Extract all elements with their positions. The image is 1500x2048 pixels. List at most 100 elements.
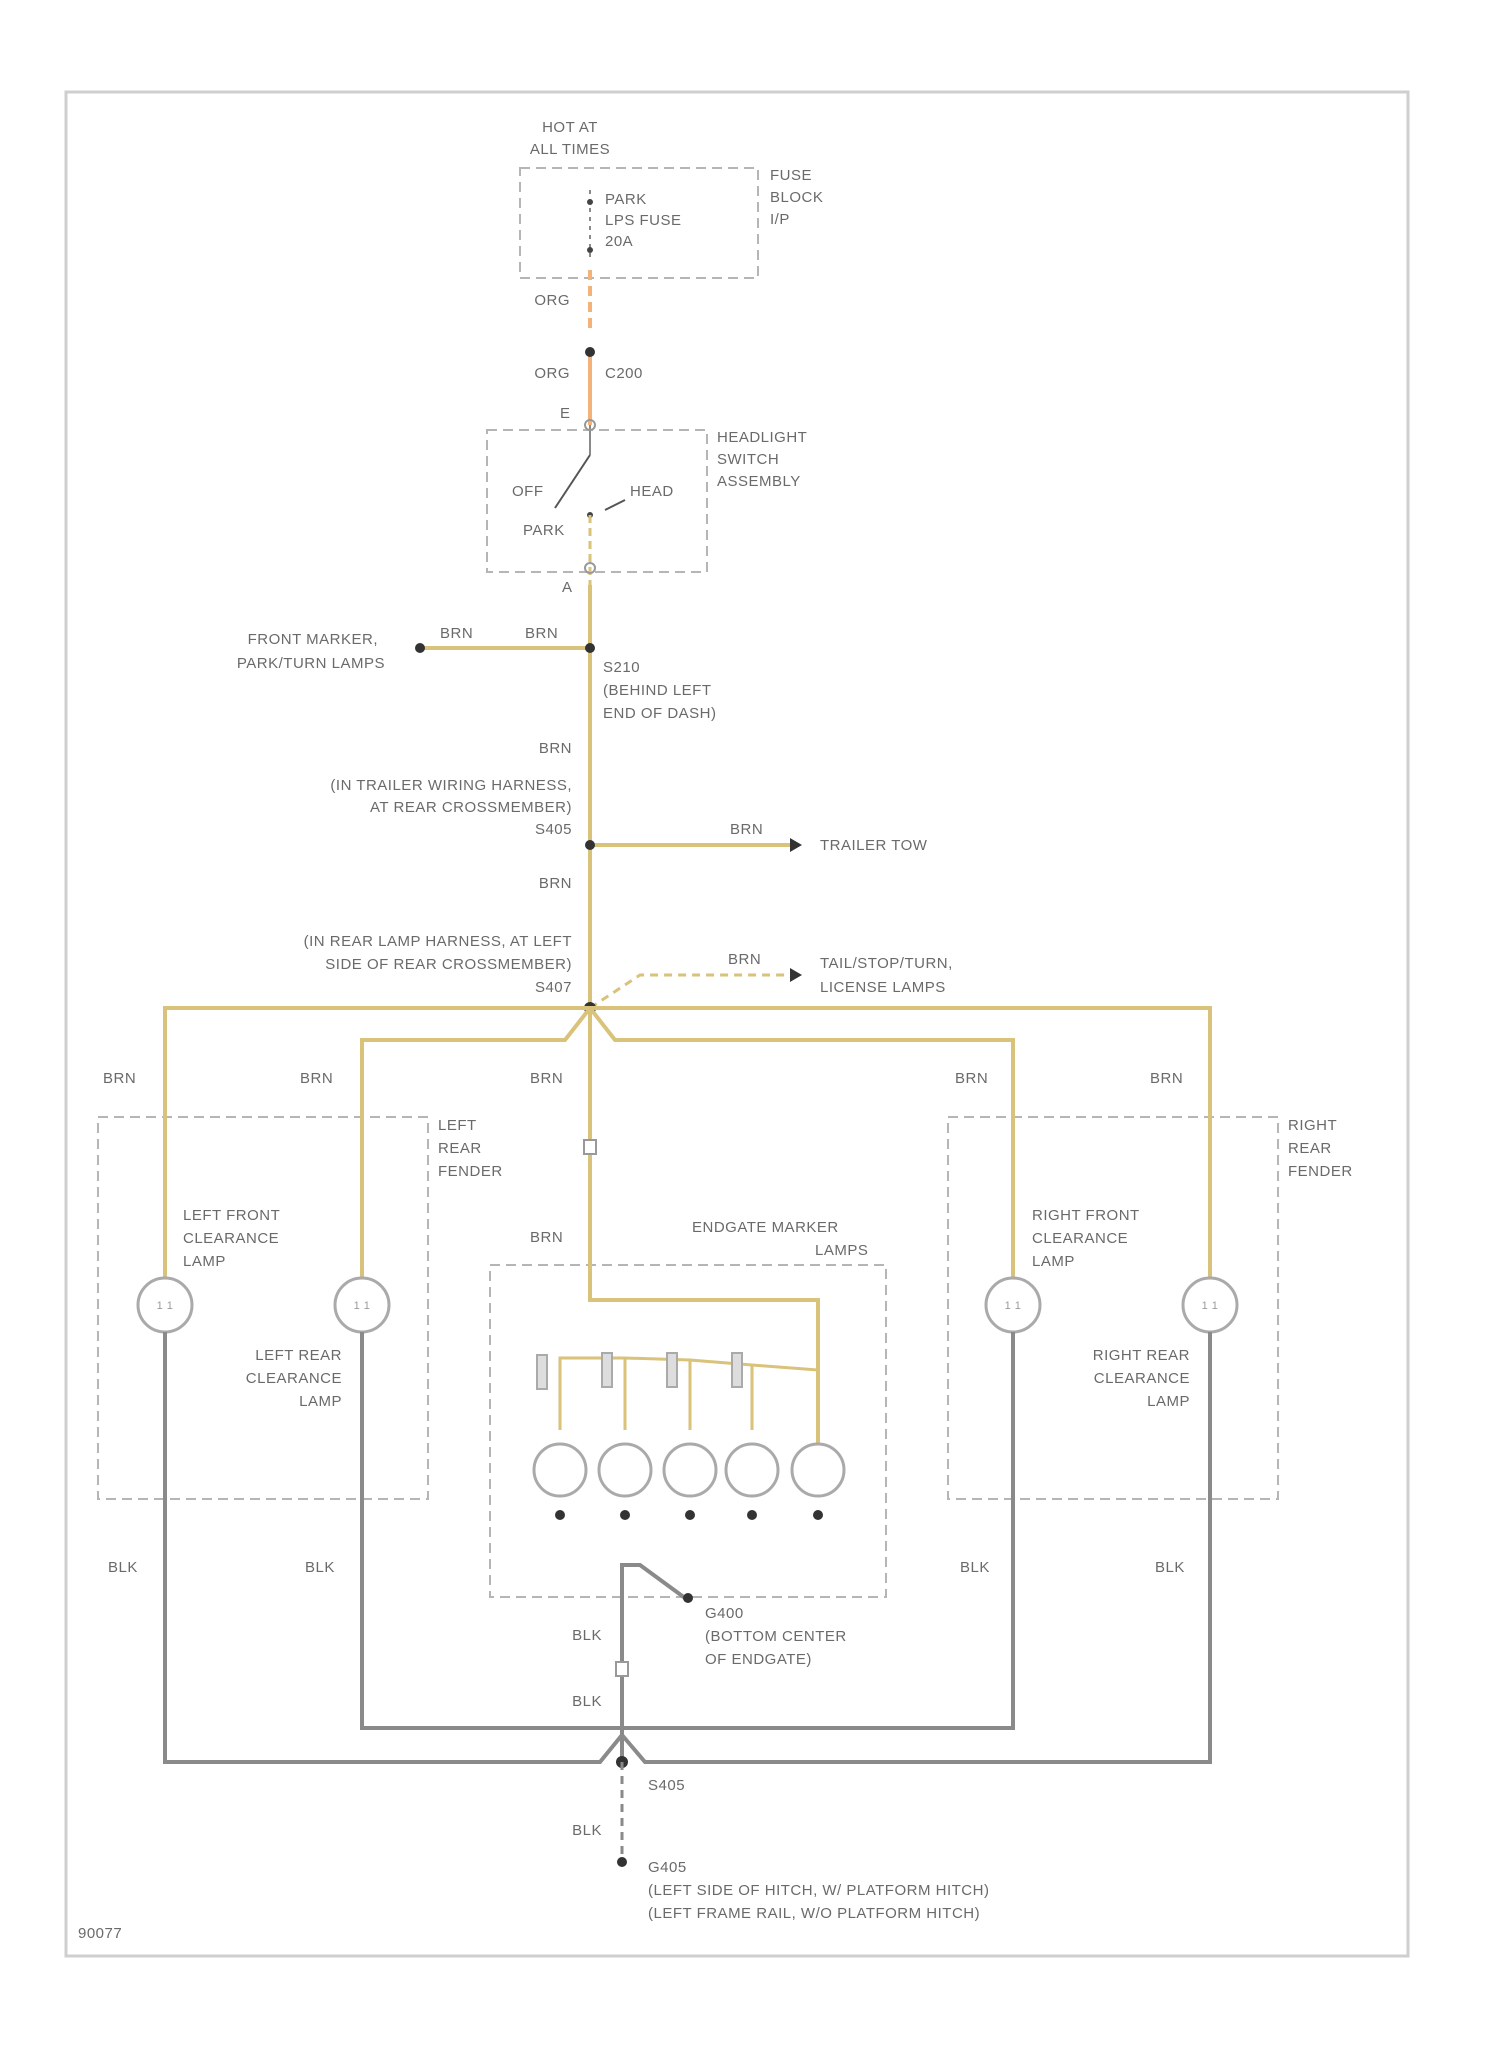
front-marker-line1: FRONT MARKER, xyxy=(248,631,378,648)
front-marker-line2: PARK/TURN LAMPS xyxy=(237,655,385,672)
blk-outer-right xyxy=(622,1332,1210,1762)
right-rear-lamp-line1: RIGHT REAR xyxy=(1093,1347,1190,1364)
g400-line2: (BOTTOM CENTER xyxy=(705,1628,847,1645)
c200-label: C200 xyxy=(605,365,643,382)
svg-text:1 1: 1 1 xyxy=(157,1300,174,1312)
wire-org-top: ORG xyxy=(534,292,570,309)
trailer-tow-label: TRAILER TOW xyxy=(820,837,928,854)
svg-text:1 1: 1 1 xyxy=(1202,1300,1219,1312)
g400-line3: OF ENDGATE) xyxy=(705,1651,812,1668)
right-fender-line1: RIGHT xyxy=(1288,1117,1337,1134)
right-front-clearance-lamp: 1 1 xyxy=(986,1278,1040,1332)
wire-blk-inner-right: BLK xyxy=(960,1559,990,1576)
wire-brn-inner-left: BRN xyxy=(300,1070,333,1087)
wire-brn-front-1: BRN xyxy=(440,625,473,642)
g400-line1: G400 xyxy=(705,1605,744,1622)
right-front-lamp-line3: LAMP xyxy=(1032,1253,1075,1270)
wire-brn-inner-right: BRN xyxy=(955,1070,988,1087)
svg-text:1 1: 1 1 xyxy=(1005,1300,1022,1312)
left-front-clearance-lamp: 1 1 xyxy=(138,1278,192,1332)
switch-lever xyxy=(555,455,590,508)
fuse-block-line3: I/P xyxy=(770,211,790,228)
endgate-connector xyxy=(584,1140,596,1154)
wire-org: ORG xyxy=(534,365,570,382)
g400-ground xyxy=(683,1593,693,1603)
g405-ground xyxy=(617,1857,627,1867)
wire-brn-outer-left: BRN xyxy=(103,1070,136,1087)
left-fender-line1: LEFT xyxy=(438,1117,477,1134)
left-front-lamp-line1: LEFT FRONT xyxy=(183,1207,280,1224)
left-rear-lamp-line3: LAMP xyxy=(299,1393,342,1410)
fuse-terminal-top xyxy=(587,199,593,205)
svg-text:1 1: 1 1 xyxy=(354,1300,371,1312)
s405-line3: S405 xyxy=(535,821,572,838)
fuse-block-line1: FUSE xyxy=(770,167,812,184)
fuse-label-line2: LPS FUSE xyxy=(605,212,682,229)
s210-line1: S210 xyxy=(603,659,640,676)
left-rear-clearance-lamp: 1 1 xyxy=(335,1278,389,1332)
wire-brn-endgate: BRN xyxy=(530,1229,563,1246)
wire-blk-inner-left: BLK xyxy=(305,1559,335,1576)
right-fender-line2: REAR xyxy=(1288,1140,1332,1157)
s407-line2: SIDE OF REAR CROSSMEMBER) xyxy=(325,956,572,973)
fuse-label-line1: PARK xyxy=(605,191,647,208)
s405-line1: (IN TRAILER WIRING HARNESS, xyxy=(330,777,572,794)
figure-id: 90077 xyxy=(78,1925,122,1942)
switch-off-label: OFF xyxy=(512,483,544,500)
right-front-lamp-line2: CLEARANCE xyxy=(1032,1230,1128,1247)
endgate-line2: LAMPS xyxy=(815,1242,868,1259)
s405-line2: AT REAR CROSSMEMBER) xyxy=(370,799,572,816)
s407-line3: S407 xyxy=(535,979,572,996)
tail-line2: LICENSE LAMPS xyxy=(820,979,946,996)
s210-line3: END OF DASH) xyxy=(603,705,717,722)
g405-line3: (LEFT FRAME RAIL, W/O PLATFORM HITCH) xyxy=(648,1905,980,1922)
endgate-line1: ENDGATE MARKER xyxy=(692,1219,839,1236)
source-line2: ALL TIMES xyxy=(530,141,610,158)
left-fender-line2: REAR xyxy=(438,1140,482,1157)
wire-blk-endgate-1: BLK xyxy=(572,1627,602,1644)
tail-arrow xyxy=(790,968,802,982)
right-rear-lamp-line2: CLEARANCE xyxy=(1094,1370,1190,1387)
blk-inner-left xyxy=(362,1332,622,1728)
fuse-terminal-bottom xyxy=(587,247,593,253)
blk-outer-left xyxy=(165,1332,622,1762)
endgate-box xyxy=(490,1265,886,1597)
s210-line2: (BEHIND LEFT xyxy=(603,682,712,699)
g405-line2: (LEFT SIDE OF HITCH, W/ PLATFORM HITCH) xyxy=(648,1882,989,1899)
left-fender-line3: FENDER xyxy=(438,1163,503,1180)
trailer-arrow xyxy=(790,838,802,852)
switch-park-label: PARK xyxy=(523,522,565,539)
brn-tail xyxy=(590,975,790,1008)
headlight-switch-box xyxy=(487,430,707,572)
left-front-lamp-line3: LAMP xyxy=(183,1253,226,1270)
g405-line1: G405 xyxy=(648,1859,687,1876)
fuse-label-line3: 20A xyxy=(605,233,633,250)
switch-head-contact xyxy=(605,500,625,510)
s210-splice xyxy=(585,643,595,653)
right-rear-lamp-line3: LAMP xyxy=(1147,1393,1190,1410)
wire-brn-trunk-2: BRN xyxy=(539,875,572,892)
right-rear-clearance-lamp: 1 1 xyxy=(1183,1278,1237,1332)
wire-brn-center: BRN xyxy=(530,1070,563,1087)
front-marker-arrow xyxy=(415,643,425,653)
headlight-switch-line1: HEADLIGHT xyxy=(717,429,807,446)
wire-blk-outer-left: BLK xyxy=(108,1559,138,1576)
wire-brn-front-2: BRN xyxy=(525,625,558,642)
headlight-switch-line2: SWITCH xyxy=(717,451,779,468)
switch-pin-a-label: A xyxy=(562,579,573,596)
wire-blk-endgate-2: BLK xyxy=(572,1693,602,1710)
right-fender-line3: FENDER xyxy=(1288,1163,1353,1180)
endgate-lamp-group xyxy=(534,1353,844,1520)
wire-blk-g405: BLK xyxy=(572,1822,602,1839)
tail-line1: TAIL/STOP/TURN, xyxy=(820,955,953,972)
wire-blk-outer-right: BLK xyxy=(1155,1559,1185,1576)
s405-ground-label: S405 xyxy=(648,1777,685,1794)
switch-head-label: HEAD xyxy=(630,483,674,500)
c200-connector xyxy=(585,347,595,357)
wire-brn-trailer: BRN xyxy=(730,821,763,838)
left-rear-lamp-line2: CLEARANCE xyxy=(246,1370,342,1387)
headlight-switch-line3: ASSEMBLY xyxy=(717,473,801,490)
left-front-lamp-line2: CLEARANCE xyxy=(183,1230,279,1247)
right-front-lamp-line1: RIGHT FRONT xyxy=(1032,1207,1140,1224)
